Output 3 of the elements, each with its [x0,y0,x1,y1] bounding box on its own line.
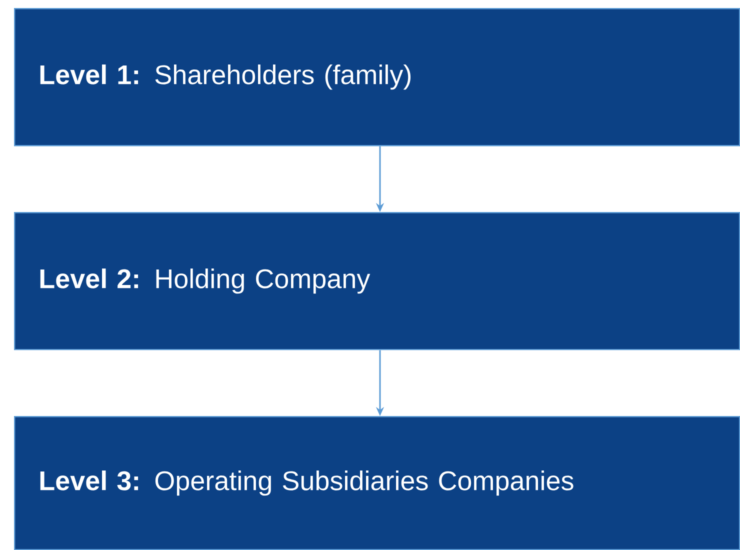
level-box: Level 1: Shareholders (family) [14,8,740,146]
level-box: Level 2: Holding Company [14,212,740,350]
level-box: Level 3: Operating Subsidiaries Companies [14,416,740,550]
